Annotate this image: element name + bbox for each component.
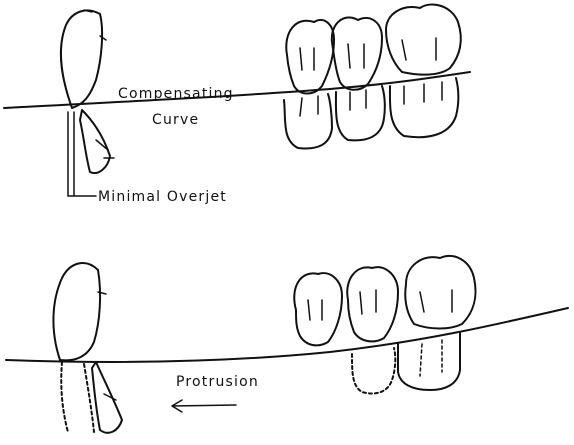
top-lower-molar-1-roots [300,96,318,116]
bottom-upper-incisor [53,263,100,360]
minimal-overjet-label: Minimal Overjet [98,189,227,205]
bottom-lower-incisor-original [61,362,94,432]
bottom-lower-incisor-detail [104,394,116,400]
bottom-lower-incisor-protruded [92,362,122,433]
compensating-curve-line [4,72,470,108]
top-lower-molar-1 [284,94,332,148]
bottom-occlusal-line [6,308,568,362]
top-panel: Compensating Curve Minimal Overjet [4,4,470,205]
protrusion-arrow [172,400,236,412]
compensating-curve-label-line2: Curve [152,112,199,128]
bottom-upper-molar-1-roots [308,300,322,320]
overjet-bracket [68,112,96,196]
top-upper-incisor [61,10,102,108]
top-upper-molar-1 [286,20,334,93]
top-upper-molar-2-roots [348,44,364,68]
bottom-lower-molar-1 [352,348,395,394]
top-lower-incisor [80,110,110,173]
protrusion-label: Protrusion [176,374,259,390]
top-upper-molar-3 [386,4,461,74]
bottom-upper-molar-3 [405,256,475,328]
compensating-curve-label-line1: Compensating [118,86,234,102]
bottom-panel: Protrusion [6,256,568,433]
bottom-upper-molar-1 [294,273,342,345]
bottom-upper-molar-2 [347,267,398,341]
top-upper-molar-3-roots [402,38,436,60]
top-lower-molar-2 [336,86,385,140]
bottom-lower-molar-2-roots [420,340,442,376]
top-lower-molar-2-roots [350,90,366,110]
bottom-upper-molar-2-roots [360,290,376,314]
bottom-upper-molar-3-roots [420,290,452,312]
top-lower-molar-3-roots [404,82,442,104]
top-upper-molar-1-roots [300,48,314,70]
top-upper-molar-2 [332,17,382,89]
